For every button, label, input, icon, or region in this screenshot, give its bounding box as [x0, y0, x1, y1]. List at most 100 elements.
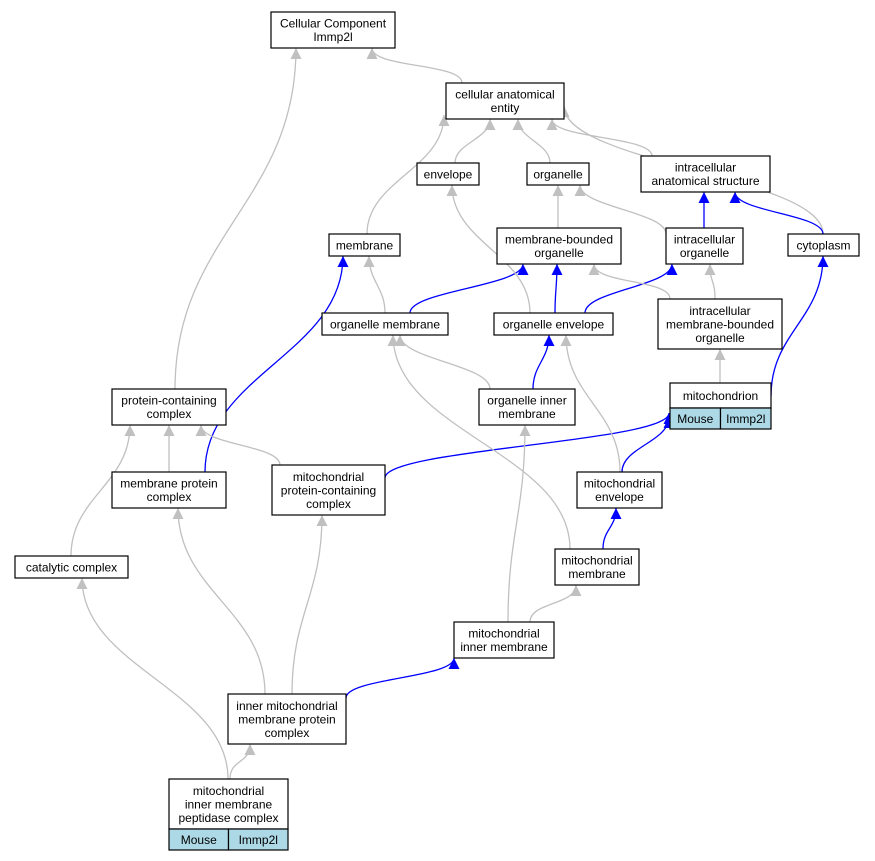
edge-imcplx-part-of-mim: [345, 657, 460, 699]
node-label-line: entity: [491, 101, 520, 115]
edge-mtpcc-part-of-mito: [384, 412, 675, 479]
node-box: [554, 548, 640, 586]
edge-mpc-part-of-membrane: [204, 255, 349, 473]
node-box: [14, 555, 129, 579]
edge-catc-is-a-pcc: [70, 424, 136, 557]
edge-menv-part-of-mito: [621, 416, 675, 473]
edge-ias-is-a-cae: [546, 118, 653, 157]
node-label-line: membrane-bounded: [505, 233, 613, 247]
edge-menv-is-a-oe: [560, 334, 621, 473]
node-label-line: mitochondrial: [468, 627, 539, 641]
species-label: Mouse: [677, 412, 713, 426]
edge-oe-part-of-io: [584, 263, 678, 314]
node-label-line: intracellular: [689, 304, 750, 318]
node-label-line: cellular anatomical: [455, 88, 554, 102]
node-catc[interactable]: catalytic complex: [14, 555, 129, 579]
node-label-line: membrane: [568, 567, 626, 581]
node-label-line: envelope: [595, 490, 644, 504]
edge-oim-is-a-om: [394, 334, 491, 390]
node-label-line: organelle inner: [487, 394, 566, 408]
edge-oim-part-of-oe: [532, 334, 555, 390]
node-box: [665, 227, 744, 265]
edge-mmem-is-a-om: [387, 334, 571, 550]
edge-mimpc-is-a-catc: [76, 577, 229, 780]
node-label-line: Immp2l: [313, 30, 352, 44]
node-label-line: anatomical structure: [651, 174, 759, 188]
edge-mtpcc-is-a-pcc: [195, 424, 281, 466]
edge-imcplx-is-a-mtpcc: [291, 514, 328, 695]
edge-envelope-is-a-cae: [454, 118, 496, 164]
edge-cytoplasm-part-of-ias: [729, 191, 824, 235]
node-label-line: organelle envelope: [503, 317, 605, 331]
node-box: [493, 312, 614, 336]
annotation-cell[interactable]: [719, 407, 772, 430]
node-label-line: membrane-bounded: [666, 317, 774, 331]
edge-oe-is-a-envelope: [446, 184, 531, 314]
node-label-line: membrane: [336, 238, 394, 252]
edge-om-part-of-mbo: [409, 263, 529, 314]
gene-label: Immp2l: [239, 833, 278, 847]
node-label-line: mitochondrial: [561, 554, 632, 568]
node-box: [478, 388, 576, 426]
node-label-line: membrane: [498, 407, 556, 421]
node-cytoplasm[interactable]: cytoplasm: [787, 233, 860, 257]
gene-label: Immp2l: [726, 412, 765, 426]
node-label-line: cytoplasm: [796, 238, 850, 252]
edge-organelle-is-a-cae: [512, 118, 551, 164]
edge-pcc-is-a-cc_root: [174, 47, 302, 390]
edge-oe-part-of-mbo: [551, 263, 563, 314]
node-label-line: organelle membrane: [330, 317, 440, 331]
edge-imcplx-is-a-mpc: [172, 507, 266, 695]
node-organelle[interactable]: organelle: [526, 162, 590, 186]
node-oe[interactable]: organelle envelope: [493, 312, 614, 336]
node-box: [787, 233, 860, 257]
node-label-line: inner mitochondrial: [236, 699, 337, 713]
node-label-line: envelope: [424, 167, 473, 181]
node-label-line: complex: [147, 490, 192, 504]
edge-mito-part-of-cytoplasm: [770, 255, 829, 397]
node-label-line: complex: [147, 407, 192, 421]
annotation-cell[interactable]: [227, 828, 289, 851]
node-box: [640, 155, 771, 193]
node-box: [657, 298, 783, 350]
node-box: [496, 227, 622, 265]
node-om[interactable]: organelle membrane: [321, 312, 449, 336]
node-label-line: membrane protein: [120, 477, 217, 491]
node-label-line: organelle: [680, 246, 730, 260]
edge-membrane-is-a-cae: [366, 114, 450, 235]
node-label-line: peptidase complex: [178, 811, 278, 825]
node-label-line: protein-containing: [281, 483, 376, 497]
node-label-line: organelle: [534, 246, 584, 260]
node-membrane[interactable]: membrane: [328, 233, 401, 257]
node-box: [669, 382, 772, 409]
node-box: [445, 82, 565, 120]
node-box: [227, 693, 347, 745]
node-box: [271, 464, 386, 516]
node-label-line: intracellular: [675, 161, 736, 175]
node-envelope[interactable]: envelope: [416, 162, 480, 186]
node-label-line: organelle: [533, 167, 583, 181]
edge-cae-is-a-cc_root: [366, 47, 463, 84]
node-box: [453, 621, 555, 659]
node-label-line: mitochondrial: [293, 470, 364, 484]
node-label-line: intracellular: [674, 233, 735, 247]
node-label-line: inner membrane: [460, 640, 548, 654]
node-box: [111, 388, 227, 426]
